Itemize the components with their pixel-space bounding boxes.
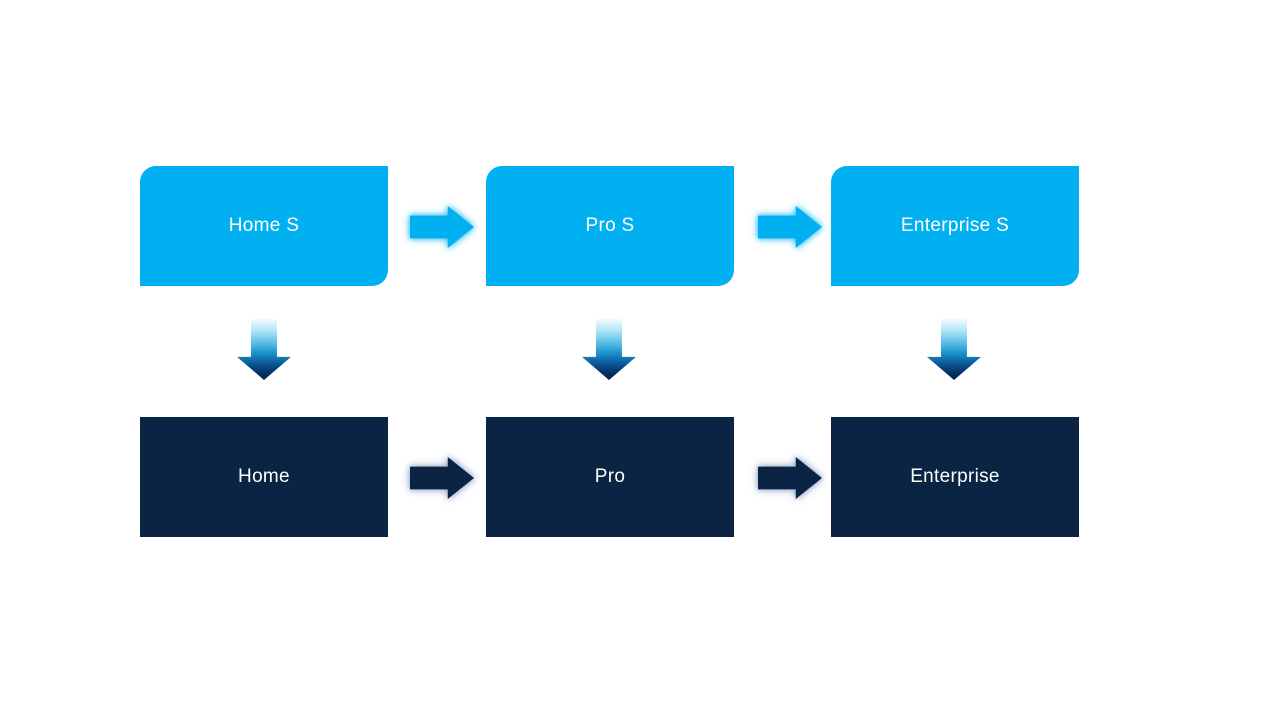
node-pro-s: Pro S [486,166,734,286]
arrow-right-icon [758,206,822,248]
arrow-right-shape [410,206,474,248]
arrow-right-shape [410,457,474,499]
arrow-right-shape [758,206,822,248]
node-pro: Pro [486,417,734,537]
node-enterprise: Enterprise [831,417,1079,537]
arrow-down-icon [582,319,636,380]
node-enterprise-s: Enterprise S [831,166,1079,286]
arrow-right-icon [410,206,474,248]
arrow-right-icon [758,457,822,499]
node-home-s: Home S [140,166,388,286]
node-enterprise-label: Enterprise [910,466,1000,487]
node-enterprise-s-label: Enterprise S [900,215,1010,236]
node-pro-s-label: Pro S [585,215,635,236]
node-home: Home [140,417,388,537]
node-home-label: Home [238,466,290,487]
arrow-down-icon [927,319,981,380]
node-home-s-label: Home S [228,215,300,236]
node-pro-label: Pro [594,466,626,487]
arrow-right-shape [758,457,822,499]
arrow-right-icon [410,457,474,499]
arrow-down-icon [237,319,291,380]
